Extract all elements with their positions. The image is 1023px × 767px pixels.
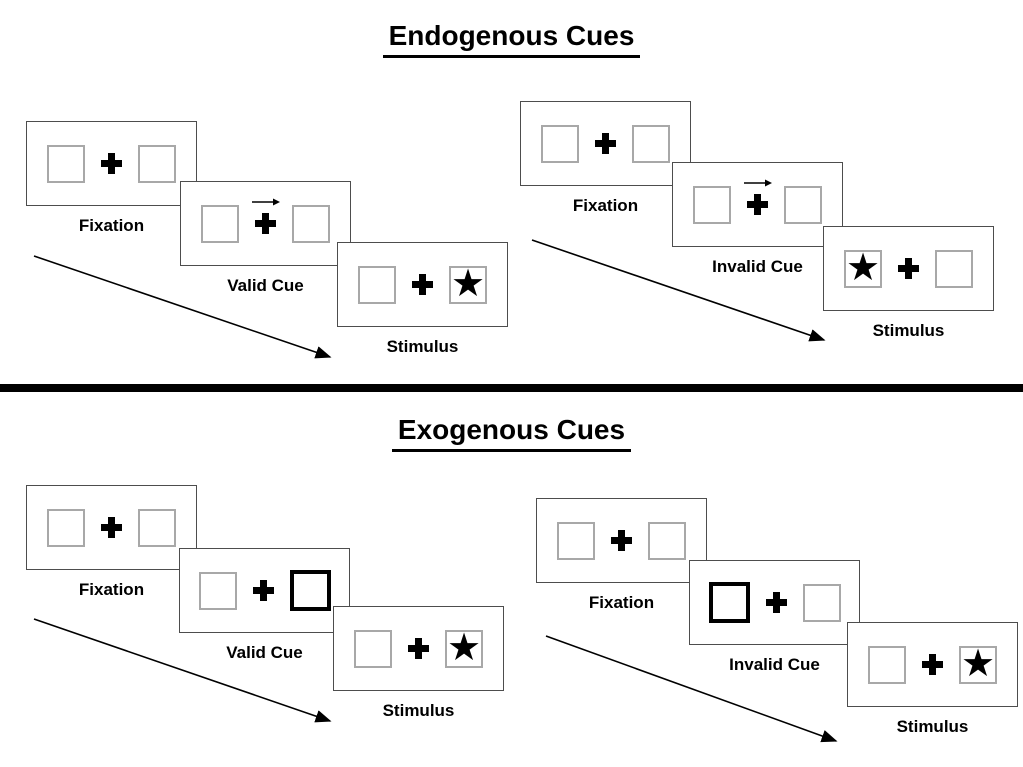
invalid-cue-panel — [689, 560, 860, 645]
right-placeholder-box — [802, 583, 841, 622]
right-placeholder-box — [632, 124, 670, 163]
left-placeholder-box — [47, 508, 85, 547]
right-arrow-cue-icon — [744, 179, 772, 187]
panel-label: Invalid Cue — [712, 257, 803, 276]
section-title-exogenous-text: Exogenous Cues — [391, 414, 632, 453]
right-placeholder-box — [292, 204, 330, 243]
stimulus-panel: ★ — [847, 622, 1018, 707]
fixation-cross-icon — [595, 133, 616, 154]
right-placeholder-box — [138, 144, 176, 183]
fixation-cross-wrap — [611, 530, 632, 551]
bold-cue-box — [708, 582, 750, 623]
right-placeholder-box: ★ — [449, 262, 487, 305]
panel-label: Fixation — [588, 593, 655, 612]
right-placeholder-box — [784, 185, 822, 224]
valid-cue-panel — [180, 181, 351, 266]
fixation-cross-icon — [255, 213, 276, 234]
panel-label: Stimulus — [896, 717, 969, 736]
fixation-cross-wrap — [922, 654, 943, 675]
fixation-cross-icon — [922, 654, 943, 675]
right-placeholder-box — [138, 508, 176, 547]
fixation-cross-icon — [412, 274, 433, 295]
panel-label: Fixation — [78, 580, 145, 599]
right-placeholder-box: ★ — [445, 626, 483, 669]
fixation-panel — [26, 485, 197, 570]
left-placeholder-box — [47, 144, 85, 183]
fixation-cross-icon — [898, 258, 919, 279]
left-placeholder-box — [354, 629, 392, 668]
star-stimulus-icon: ★ — [845, 246, 881, 289]
left-placeholder-box — [693, 185, 731, 224]
valid-cue-panel — [179, 548, 350, 633]
fixation-cross-wrap — [898, 258, 919, 279]
panel-label: Stimulus — [386, 337, 459, 356]
left-placeholder-box — [557, 521, 595, 560]
endogenous-valid-stimulus-step: ★ Stimulus — [337, 242, 508, 357]
fixation-cross-icon — [101, 153, 122, 174]
panel-label: Fixation — [78, 216, 145, 235]
section-title-endogenous: Endogenous Cues — [0, 20, 1023, 59]
fixation-cross-icon — [252, 580, 274, 601]
section-title-endogenous-text: Endogenous Cues — [382, 20, 641, 59]
exogenous-valid-fixation-step: Fixation — [26, 485, 197, 600]
fixation-cross-wrap — [744, 179, 772, 215]
left-placeholder-box — [358, 265, 396, 304]
star-stimulus-icon: ★ — [960, 642, 996, 685]
fixation-cross-icon — [765, 592, 787, 613]
fixation-cross-wrap — [595, 133, 616, 154]
fixation-cross-wrap — [252, 580, 274, 601]
section-title-exogenous: Exogenous Cues — [0, 414, 1023, 453]
endogenous-valid-fixation-step: Fixation — [26, 121, 197, 236]
fixation-cross-wrap — [252, 198, 280, 234]
fixation-panel — [520, 101, 691, 186]
fixation-cross-wrap — [101, 517, 122, 538]
fixation-cross-icon — [747, 194, 768, 215]
endogenous-invalid-cue-step: Invalid Cue — [672, 162, 843, 277]
panel-label: Valid Cue — [227, 276, 304, 295]
fixation-cross-wrap — [408, 638, 429, 659]
left-placeholder-box — [868, 645, 906, 684]
fixation-panel — [26, 121, 197, 206]
fixation-cross-wrap — [412, 274, 433, 295]
fixation-cross-icon — [611, 530, 632, 551]
endogenous-invalid-stimulus-step: ★ Stimulus — [823, 226, 994, 341]
endogenous-valid-cue-step: Valid Cue — [180, 181, 351, 296]
fixation-cross-icon — [408, 638, 429, 659]
left-placeholder-box — [201, 204, 239, 243]
left-placeholder-box — [541, 124, 579, 163]
fixation-cross-wrap — [101, 153, 122, 174]
panel-label: Fixation — [572, 196, 639, 215]
invalid-cue-panel — [672, 162, 843, 247]
left-placeholder-box — [198, 571, 237, 610]
bold-cue-box — [289, 570, 331, 611]
right-placeholder-box — [648, 521, 686, 560]
fixation-panel — [536, 498, 707, 583]
exogenous-valid-cue-step: Valid Cue — [179, 548, 350, 663]
endogenous-invalid-fixation-step: Fixation — [520, 101, 691, 216]
stimulus-panel: ★ — [333, 606, 504, 691]
fixation-cross-wrap — [765, 592, 787, 613]
right-placeholder-box: ★ — [959, 642, 997, 685]
exogenous-valid-stimulus-step: ★ Stimulus — [333, 606, 504, 721]
panel-label: Valid Cue — [226, 643, 303, 662]
fixation-cross-icon — [101, 517, 122, 538]
panel-label: Invalid Cue — [729, 655, 820, 674]
right-placeholder-box — [935, 249, 973, 288]
panel-label: Stimulus — [382, 701, 455, 720]
exogenous-invalid-fixation-step: Fixation — [536, 498, 707, 613]
star-stimulus-icon: ★ — [450, 262, 486, 305]
star-stimulus-icon: ★ — [446, 626, 482, 669]
stimulus-panel: ★ — [823, 226, 994, 311]
panel-label: Stimulus — [872, 321, 945, 340]
exogenous-invalid-cue-step: Invalid Cue — [689, 560, 860, 675]
exogenous-invalid-stimulus-step: ★ Stimulus — [847, 622, 1018, 737]
right-arrow-cue-icon — [252, 198, 280, 206]
section-divider — [0, 384, 1023, 392]
stimulus-panel: ★ — [337, 242, 508, 327]
left-placeholder-box: ★ — [844, 246, 882, 289]
